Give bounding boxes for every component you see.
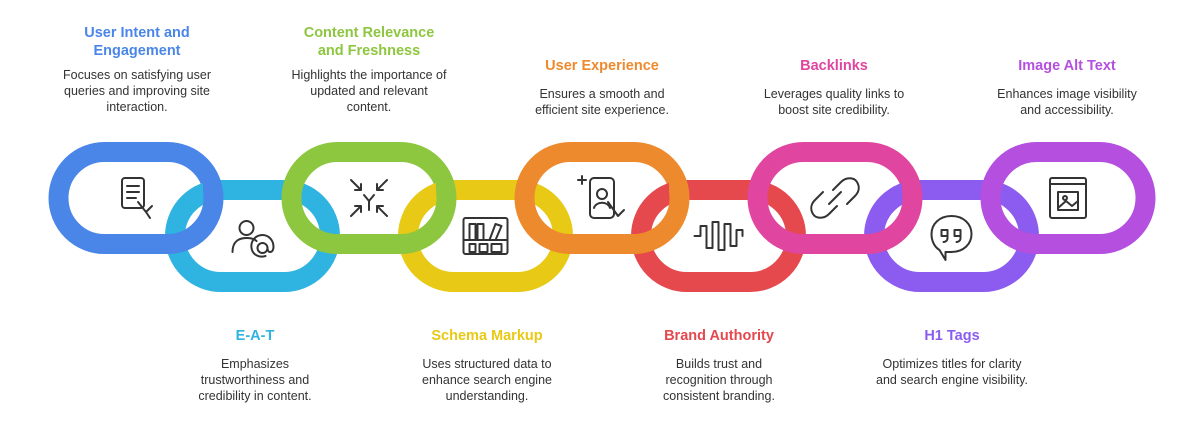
item-brand-authority: Brand Authority Builds trust and recogni…	[604, 327, 834, 404]
chain-link	[281, 142, 457, 254]
item-h1-tags: H1 Tags Optimizes titles for clarity and…	[837, 327, 1067, 388]
item-title: User Intent and Engagement	[84, 25, 190, 59]
item-description: Focuses on satisfying user queries and i…	[63, 68, 211, 114]
item-title: Schema Markup	[431, 328, 543, 344]
item-schema-markup: Schema Markup Uses structured data to en…	[372, 327, 602, 404]
chain-link	[514, 142, 690, 254]
person-at-icon	[231, 220, 275, 258]
item-description: Builds trust and recognition through con…	[663, 357, 775, 403]
image-book-icon	[1049, 177, 1087, 219]
item-description: Highlights the importance of updated and…	[291, 68, 447, 114]
item-description: Enhances image visibility and accessibil…	[997, 87, 1137, 117]
item-title: E-A-T	[235, 328, 275, 344]
item-description: Emphasizes trustworthiness and credibili…	[198, 357, 312, 403]
item-title: Image Alt Text	[1018, 58, 1116, 74]
item-title: H1 Tags	[924, 328, 980, 344]
chain-link	[980, 142, 1156, 254]
item-description: Uses structured data to enhance search e…	[422, 357, 552, 403]
quote-bubble-icon	[930, 215, 973, 261]
chain-link	[48, 142, 224, 254]
chain-link	[747, 142, 923, 254]
item-title: Backlinks	[800, 58, 868, 74]
item-title: Brand Authority	[664, 328, 774, 344]
item-backlinks: Backlinks Leverages quality links to boo…	[719, 57, 949, 118]
item-title: Content Relevance and Freshness	[303, 25, 435, 59]
bookshelf-icon	[462, 217, 509, 255]
item-user-intent: User Intent and Engagement Focuses on sa…	[22, 24, 252, 115]
item-title: User Experience	[545, 58, 659, 74]
link-icon	[810, 177, 860, 219]
phone-user-icon	[577, 175, 625, 219]
item-eat: E-A-T Emphasizes trustworthiness and cre…	[140, 327, 370, 404]
item-user-experience: User Experience Ensures a smooth and eff…	[487, 57, 717, 118]
item-image-alt-text: Image Alt Text Enhances image visibility…	[952, 57, 1182, 118]
item-description: Optimizes titles for clarity and search …	[876, 357, 1028, 387]
item-description: Leverages quality links to boost site cr…	[763, 87, 905, 117]
tablet-touch-icon	[121, 177, 153, 219]
item-content-relevance: Content Relevance and Freshness Highligh…	[254, 24, 484, 115]
focus-arrows-icon	[350, 179, 388, 217]
item-description: Ensures a smooth and efficient site expe…	[535, 87, 669, 117]
soundwave-icon	[693, 221, 744, 251]
